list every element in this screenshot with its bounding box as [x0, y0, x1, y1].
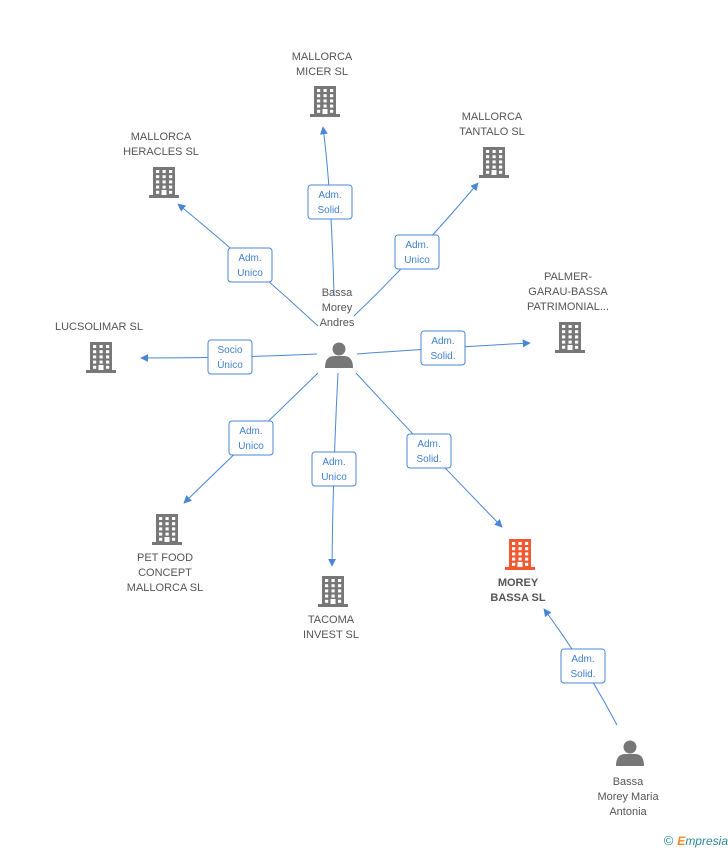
node-mallorca-tantalo[interactable]: MALLORCA TANTALO SL [459, 111, 525, 178]
node-label-line: PET FOOD [137, 552, 193, 564]
node-label-line: Bassa [322, 287, 353, 299]
building-icon [318, 576, 348, 607]
node-label-line: Bassa [613, 776, 644, 788]
building-icon [149, 167, 179, 198]
building-icon [555, 322, 585, 353]
edge-label-line: Socio [217, 345, 242, 356]
node-lucsolimar[interactable]: LUCSOLIMAR SL [55, 321, 143, 373]
edge-label-box [227, 247, 273, 283]
node-label-line: MICER SL [296, 66, 348, 78]
node-label-line: TANTALO SL [459, 126, 525, 138]
building-icon [479, 147, 509, 178]
person-icon [325, 342, 353, 368]
brand-name: mpresia [685, 833, 728, 848]
edge-label-line: Adm. [405, 240, 428, 251]
edge-bassa_andres-mallorca_heracles: Adm. Unico [177, 203, 319, 327]
edges-layer: Adm.Solid.Adm.UnicoAdm.UnicoAdm.Solid.So… [140, 126, 618, 726]
node-pet-food[interactable]: PET FOOD CONCEPT MALLORCA SL [127, 514, 203, 594]
edge-label-line: Solid. [430, 351, 455, 362]
edge-label-line: Unico [237, 268, 263, 279]
node-tacoma[interactable]: TACOMA INVEST SL [303, 576, 359, 641]
node-label-line: INVEST SL [303, 629, 359, 641]
edge-label-line: Solid. [416, 454, 441, 465]
edge-label-line: Único [217, 358, 243, 371]
edge-label-line: Solid. [570, 669, 595, 680]
copyright-symbol: © [663, 833, 674, 848]
node-morey-bassa[interactable]: MOREY BASSA SL [490, 539, 546, 604]
building-icon [505, 539, 535, 570]
node-label-line: Morey [322, 302, 353, 314]
footer-brand: © Empresia [664, 833, 728, 848]
edge-label-box [394, 234, 440, 270]
node-label-line: Andres [320, 317, 355, 329]
edge-bassa_andres-palmer_garau: Adm. Solid. [356, 330, 531, 366]
node-label-line: HERACLES SL [123, 146, 199, 158]
edge-label-line: Adm. [417, 439, 440, 450]
node-label-line: TACOMA [308, 614, 355, 626]
edge-bassa_andres-tacoma: Adm. Unico [311, 372, 357, 567]
node-label-line: MALLORCA [292, 51, 353, 63]
building-icon [152, 514, 182, 545]
node-label-line: GARAU-BASSA [528, 286, 608, 298]
edge-label-line: Adm. [571, 654, 594, 665]
edge-label-line: Solid. [317, 205, 342, 216]
node-label-line: BASSA SL [490, 592, 545, 604]
building-icon [86, 342, 116, 373]
edge-label-box [420, 330, 466, 366]
building-icon [310, 86, 340, 117]
brand-logo: Empresia [677, 834, 728, 848]
brand-initial: E [677, 833, 686, 848]
edge-label-box [406, 433, 452, 469]
node-label-line: Morey Maria [597, 791, 659, 803]
edge-label-box [307, 184, 353, 220]
edge-label-line: Unico [238, 441, 264, 452]
node-label-line: PATRIMONIAL... [527, 301, 609, 313]
edge-label-line: Adm. [322, 457, 345, 468]
edge-label-line: Unico [321, 472, 347, 483]
edge-label-line: Adm. [318, 190, 341, 201]
node-palmer-garau[interactable]: PALMER- GARAU-BASSA PATRIMONIAL... [527, 271, 609, 353]
edge-bassa_maria-morey_bassa: Adm. Solid. [543, 608, 618, 726]
node-label-line: MALLORCA [131, 131, 192, 143]
edge-label-line: Unico [404, 255, 430, 266]
edge-bassa_andres-morey_bassa: Adm. Solid. [355, 372, 503, 528]
person-icon [616, 740, 644, 766]
node-mallorca-micer[interactable]: MALLORCA MICER SL [292, 51, 353, 117]
edge-bassa_andres-mallorca_micer: Adm. Solid. [307, 126, 353, 297]
edge-label-line: Adm. [431, 336, 454, 347]
edge-label-line: Adm. [239, 426, 262, 437]
node-label-line: MOREY [498, 577, 539, 589]
node-label-line: CONCEPT [138, 567, 192, 579]
node-label-line: Antonia [609, 806, 647, 818]
node-label-line: MALLORCA SL [127, 582, 203, 594]
node-mallorca-heracles[interactable]: MALLORCA HERACLES SL [123, 131, 199, 198]
edge-label-box [207, 339, 253, 375]
node-label-line: MALLORCA [462, 111, 523, 123]
edge-label-box [228, 420, 274, 456]
node-label-line: LUCSOLIMAR SL [55, 321, 143, 333]
edge-label-line: Adm. [238, 253, 261, 264]
edge-label-box [311, 451, 357, 487]
edge-bassa_andres-mallorca_tantalo: Adm. Unico [353, 182, 479, 317]
node-label-line: PALMER- [544, 271, 592, 283]
edge-bassa_andres-pet_food: Adm. Unico [183, 372, 319, 504]
edge-label-box [560, 648, 606, 684]
